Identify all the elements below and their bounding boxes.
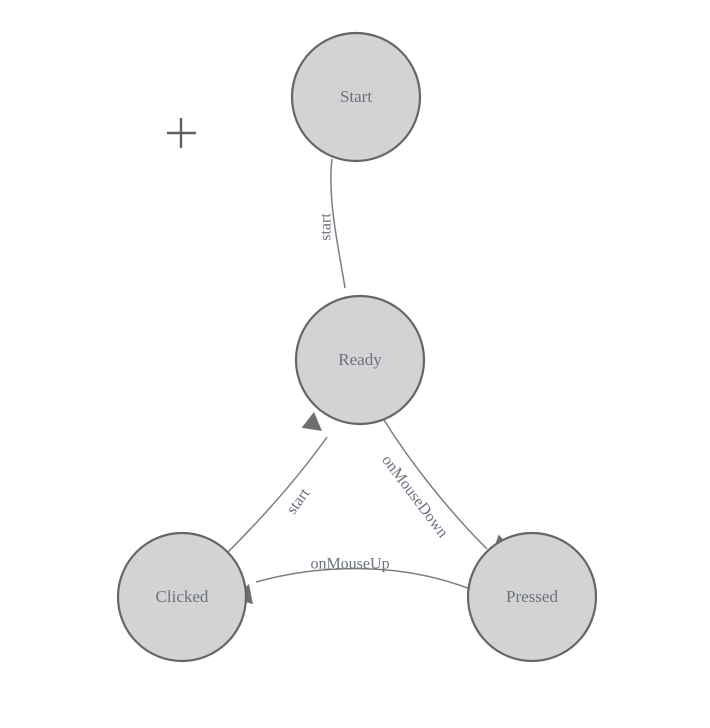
edge-ready-to-pressed[interactable]: onMouseDown <box>378 419 513 561</box>
node-shape[interactable] <box>466 531 598 663</box>
node-pressed[interactable]: Pressed <box>466 531 598 663</box>
edge-path[interactable] <box>383 419 488 550</box>
plus-crosshair-icon[interactable] <box>167 118 196 148</box>
node-label: Start <box>340 87 372 106</box>
node-clicked[interactable]: Clicked <box>116 531 248 663</box>
arrow-head-icon <box>301 412 322 431</box>
node-layer: Start Ready Clicked Pressed <box>116 31 598 663</box>
edge-label-start-return: start <box>283 485 313 518</box>
node-shape[interactable] <box>116 531 248 663</box>
edge-start-to-ready[interactable]: start <box>318 158 359 316</box>
edge-path[interactable] <box>255 567 471 590</box>
edge-path[interactable] <box>330 158 346 289</box>
node-label: Ready <box>338 350 382 369</box>
node-shape[interactable] <box>294 294 426 426</box>
node-label: Pressed <box>506 587 558 606</box>
edge-clicked-to-ready[interactable]: start <box>227 412 328 553</box>
node-shape[interactable] <box>290 31 422 163</box>
edge-label-onmouseup: onMouseUp <box>310 556 389 573</box>
edge-pressed-to-clicked[interactable]: onMouseUp <box>233 556 471 605</box>
node-label: Clicked <box>156 587 209 606</box>
node-ready[interactable]: Ready <box>294 294 426 426</box>
node-start[interactable]: Start <box>290 31 422 163</box>
marker-layer <box>167 118 196 148</box>
edge-label-start: start <box>318 213 335 241</box>
edge-path[interactable] <box>227 436 328 553</box>
